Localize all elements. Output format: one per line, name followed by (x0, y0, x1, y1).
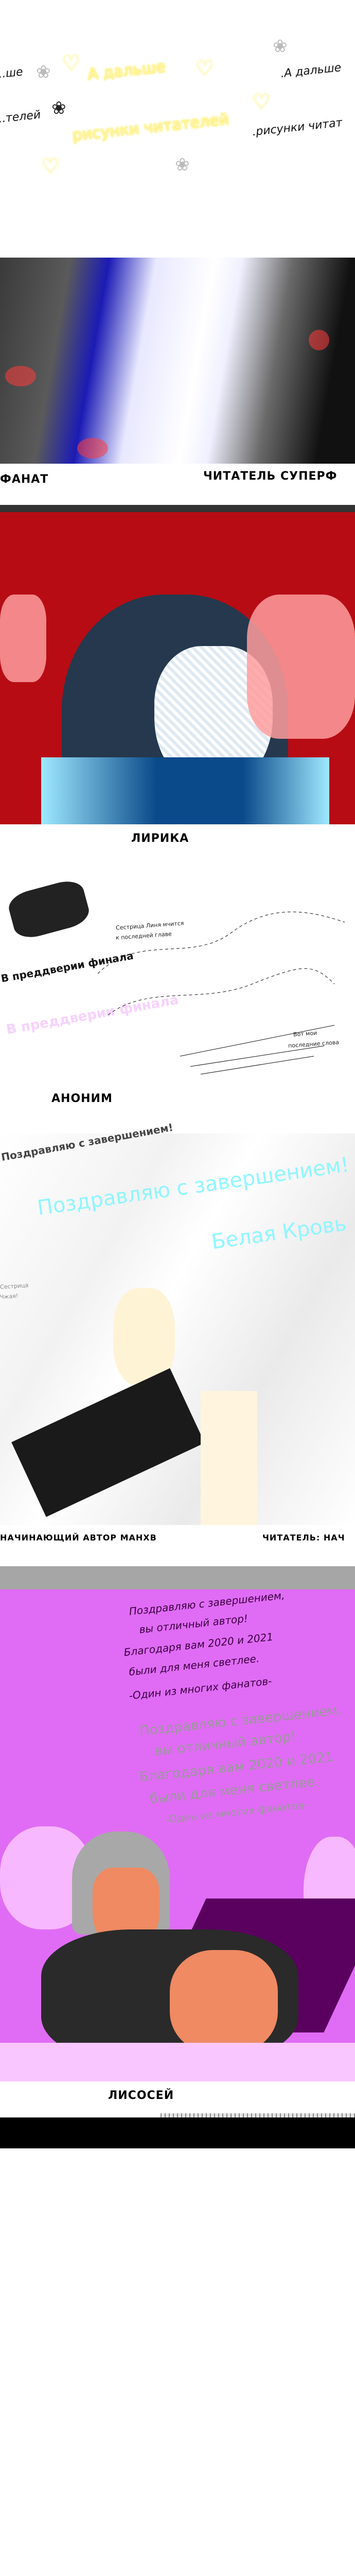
fanart-panel-1 (0, 258, 355, 464)
heart-icon: ♡ (62, 52, 80, 75)
small-note: Чжая! (0, 1292, 19, 1301)
gift-signature: Белая Кровь (210, 1211, 348, 1255)
fanart-panel-4: Поздравляю с завершением! Поздравляю с з… (0, 1121, 355, 1525)
ghost-text: .А дальше (280, 61, 342, 81)
caption-artist: ФАНАТ (0, 473, 49, 486)
caption-artist: ЧИТАТЕЛЬ СУПЕРФ (203, 470, 338, 483)
fan-message-shadow: Поздравляю с завершением, (128, 1589, 286, 1618)
illustration-face (113, 1288, 175, 1386)
gift-message: Поздравляю с завершением! (36, 1153, 351, 1221)
red-accent (77, 438, 108, 459)
fanart-panel-2 (0, 505, 355, 824)
heart-icon: ♡ (41, 155, 60, 178)
fan-message-line: Поздравляю с завершением, (138, 1702, 343, 1739)
illustration-arm (201, 1391, 257, 1525)
illustration-top (11, 1368, 205, 1517)
ghost-text: ...ше (0, 65, 24, 81)
intro-title-line1: А дальше (86, 58, 167, 84)
illustration-accent (0, 595, 46, 682)
illustration-bottom (0, 2043, 355, 2081)
fan-message-shadow: вы отличный автор! (138, 1612, 248, 1636)
heart-icon: ♡ (252, 90, 271, 114)
fan-message-shadow: -Один из многих фанатов- (128, 1674, 273, 1702)
caption-artist: АНОНИМ (51, 1092, 113, 1105)
divider-strip (161, 2113, 355, 2117)
red-accent (5, 366, 36, 386)
caption-artist: ЛИСОСЕЙ (108, 2089, 174, 2102)
heart-icon: ♡ (196, 57, 214, 80)
caption-artist: НАЧИНАЮЩИЙ АВТОР МАНХВ (0, 1533, 157, 1543)
footer-bar (0, 2117, 355, 2148)
rose-icon: ❀ (36, 62, 51, 82)
intro-title-line2: рисунки читателей (72, 110, 230, 145)
illustration-shirt (41, 757, 329, 824)
rose-icon: ❀ (273, 36, 288, 57)
fanart-panel-3: В преддверии финала В преддверии финала … (0, 866, 355, 1082)
illustration-face (170, 1950, 278, 2053)
ghost-text: Поздравляю с завершением! (0, 1121, 174, 1164)
red-accent (309, 330, 329, 350)
caption-artist: ЧИТАТЕЛЬ: НАЧ (262, 1533, 345, 1543)
ghost-text: ...телей (0, 108, 42, 126)
comic-page: ...ше ...телей ❀ ♡ А дальше ♡ ❀ рисунки … (0, 36, 355, 2148)
fanart-panel-5: Поздравляю с завершением, вы отличный ав… (0, 1566, 355, 2081)
illustration-accent (247, 595, 355, 739)
caption-artist: ЛИРИКА (131, 832, 189, 845)
sketch-lines (97, 911, 345, 1075)
small-note: Сестрица (0, 1282, 29, 1291)
ghost-text: .рисунки читат (252, 116, 343, 139)
rose-icon: ❀ (175, 155, 190, 175)
rose-icon: ❀ (51, 98, 66, 118)
